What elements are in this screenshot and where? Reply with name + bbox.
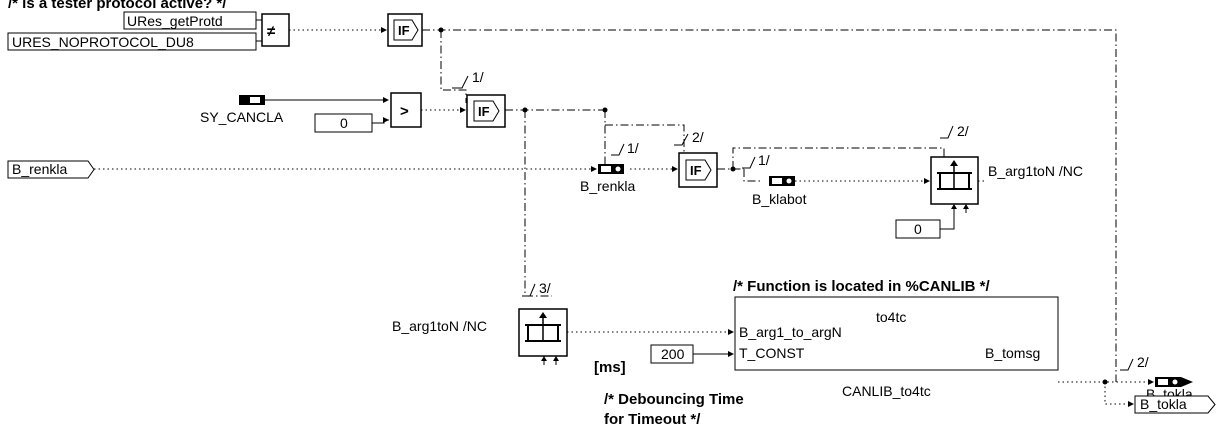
input-ures-noprotocol[interactable]: URES_NOPROTOCOL_DU8 — [7, 32, 257, 51]
wire-tomsg-to-output — [1104, 382, 1128, 405]
arrow-head — [383, 117, 389, 123]
greater-symbol: > — [400, 103, 409, 120]
not-equal-symbol: ≠ — [267, 23, 276, 40]
seq-mark-line — [940, 125, 954, 139]
if-label-2: IF — [478, 104, 490, 119]
b-renkla-input-label: B_renkla — [12, 161, 67, 177]
arrow-head — [591, 166, 597, 172]
input-ures-getprot[interactable]: URes_getProtd — [123, 11, 257, 30]
sy-cancla-label: SY_CANCLA — [200, 109, 284, 125]
b-klabot-label: B_klabot — [752, 191, 807, 207]
function-comment: /* Function is located in %CANLIB */ — [733, 278, 991, 295]
ures-getprot-label: URes_getProtd — [127, 13, 223, 29]
seq-mark-2b: 2/ — [957, 123, 969, 139]
wire-if3-to-mux — [732, 147, 945, 169]
mux-block-left[interactable] — [518, 308, 568, 365]
wire-if3-to-klabot — [743, 169, 760, 182]
constant-debounce[interactable]: 200 — [650, 344, 694, 364]
debounce-comment-line-1: /* Debouncing Time — [604, 391, 744, 408]
input-b-renkla[interactable]: B_renkla — [7, 160, 95, 179]
b-tokla-output-label: B_tokla — [1140, 396, 1187, 412]
seq-mark-3: 3/ — [539, 280, 551, 296]
arrow-head — [1148, 379, 1154, 385]
wire-if1-to-if2 — [440, 30, 467, 103]
ures-noprotocol-label: URES_NOPROTOCOL_DU8 — [12, 34, 194, 50]
port-out-b-tomsg: B_tomsg — [985, 345, 1040, 361]
b-arg1ton-nc-right-label: B_arg1toN /NC — [988, 163, 1083, 179]
arrow-head — [728, 329, 734, 335]
constant-zero-compare-value: 0 — [340, 115, 348, 131]
constant-zero-compare[interactable]: 0 — [314, 113, 373, 133]
if-block-3[interactable]: IF — [678, 152, 718, 188]
latch-b-klabot[interactable]: B_klabot — [752, 176, 807, 207]
seq-mark-line — [452, 75, 469, 89]
function-name: to4tc — [876, 309, 906, 325]
seq-mark-line — [1120, 358, 1134, 371]
wire-to-mux-left — [524, 110, 552, 297]
seq-mark-2a: 2/ — [692, 129, 704, 145]
arrow-head — [672, 166, 678, 172]
mux-block-right[interactable] — [930, 156, 979, 213]
greater-operator[interactable]: > — [390, 92, 422, 128]
if-label-1: IF — [398, 23, 410, 38]
arrow-head — [383, 97, 389, 103]
port-in-b-arg1-to-argn: B_arg1_to_argN — [739, 324, 842, 340]
ms-unit: [ms] — [594, 359, 626, 376]
arrow-head — [924, 178, 930, 184]
seq-mark-2c: 2/ — [1137, 354, 1149, 370]
b-arg1ton-nc-left-label: B_arg1toN /NC — [392, 318, 487, 334]
seq-mark-line — [611, 143, 625, 156]
debounce-comment-line-2: for Timeout */ — [604, 411, 701, 428]
constant-debounce-value: 200 — [661, 346, 685, 362]
input-sy-cancla[interactable]: SY_CANCLA — [200, 95, 284, 125]
seq-mark-1a: 1/ — [472, 69, 484, 85]
arrow-head — [1128, 401, 1134, 407]
function-block-to4tc[interactable]: to4tc B_arg1_to_argN T_CONST B_tomsg — [734, 296, 1059, 371]
seq-mark-1c: 1/ — [758, 152, 770, 168]
arrow-head — [728, 351, 734, 357]
arrow-head — [460, 107, 466, 113]
constant-zero-mux[interactable]: 0 — [895, 219, 941, 239]
function-instance-name: CANLIB_to4tc — [842, 383, 931, 399]
if-label-3: IF — [690, 163, 702, 178]
wire-const0-mux — [940, 213, 955, 230]
if-block-2[interactable]: IF — [466, 94, 506, 128]
seq-mark-line — [742, 156, 756, 169]
arrow-head — [381, 27, 387, 33]
wire-if1-enable-tokla — [422, 29, 1117, 382]
output-b-tokla[interactable]: B_tokla — [1134, 395, 1216, 414]
if-block-1[interactable]: IF — [387, 13, 423, 47]
wire-to-if3 — [605, 124, 685, 155]
header-comment: /* is a tester protocol active? */ — [8, 0, 227, 12]
latch-b-renkla[interactable]: B_renkla — [580, 164, 635, 194]
seq-mark-line — [674, 133, 689, 146]
port-in-t-const: T_CONST — [739, 345, 805, 361]
constant-zero-mux-value: 0 — [914, 221, 922, 237]
seq-mark-1b: 1/ — [627, 140, 639, 156]
b-renkla-latch-label: B_renkla — [580, 178, 635, 194]
not-equal-operator[interactable]: ≠ — [261, 13, 290, 47]
seq-mark-line — [522, 283, 536, 297]
